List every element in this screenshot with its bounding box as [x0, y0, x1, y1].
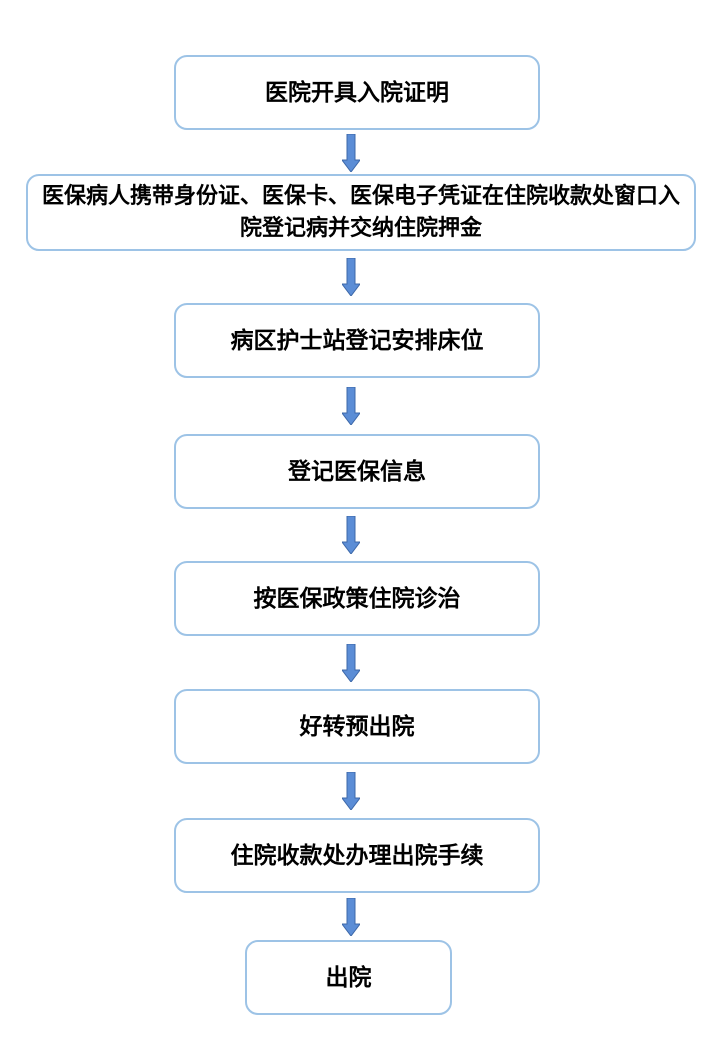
step-5-treatment-per-policy: 按医保政策住院诊治 — [174, 561, 540, 636]
step-4-label: 登记医保信息 — [288, 458, 426, 485]
arrow-down-icon — [342, 258, 360, 296]
step-1-hospital-admission-certificate: 医院开具入院证明 — [174, 55, 540, 130]
step-7-label: 住院收款处办理出院手续 — [230, 842, 484, 869]
step-3-label: 病区护士站登记安排床位 — [230, 327, 484, 354]
arrow-shape — [342, 898, 360, 936]
arrow-shape — [342, 387, 360, 425]
arrow-shape — [342, 516, 360, 554]
step-6-label: 好转预出院 — [299, 713, 415, 740]
arrow-shape — [342, 644, 360, 682]
step-7-discharge-procedures: 住院收款处办理出院手续 — [174, 818, 540, 893]
step-2-label: 医保病人携带身份证、医保卡、医保电子凭证在住院收款处窗口入院登记病并交纳住院押金 — [41, 183, 680, 241]
arrow-down-icon — [342, 387, 360, 425]
arrow-down-icon — [342, 644, 360, 682]
arrow-shape — [342, 134, 360, 172]
step-6-pre-discharge: 好转预出院 — [174, 689, 540, 764]
arrow-down-icon — [342, 134, 360, 172]
step-5-label: 按医保政策住院诊治 — [253, 585, 461, 612]
arrow-down-icon — [342, 516, 360, 554]
step-1-label: 医院开具入院证明 — [265, 79, 449, 106]
step-8-label: 出院 — [325, 964, 372, 991]
step-4-register-insurance-info: 登记医保信息 — [174, 434, 540, 509]
step-3-ward-bed-arrangement: 病区护士站登记安排床位 — [174, 303, 540, 378]
step-2-admission-registration-deposit: 医保病人携带身份证、医保卡、医保电子凭证在住院收款处窗口入院登记病并交纳住院押金 — [26, 174, 696, 251]
arrow-down-icon — [342, 772, 360, 810]
arrow-shape — [342, 258, 360, 296]
arrow-down-icon — [342, 898, 360, 936]
arrow-shape — [342, 772, 360, 810]
step-8-discharge: 出院 — [245, 940, 452, 1015]
